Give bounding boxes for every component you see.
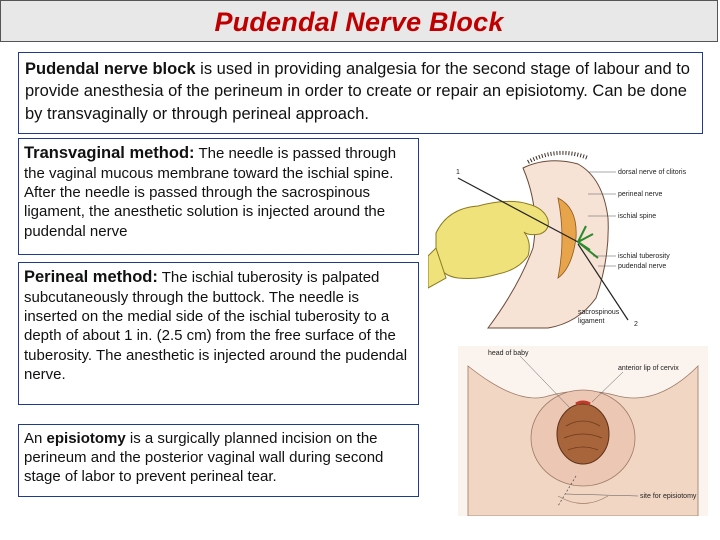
incision-line [557, 475, 577, 507]
label-perineal-nerve: perineal nerve [618, 191, 662, 198]
anus-fold [557, 495, 609, 504]
page-title: Pudendal Nerve Block [214, 7, 504, 37]
transvaginal-text: The needle is passed through the vaginal… [24, 145, 397, 240]
perineum-shape [487, 160, 609, 329]
gloved-hand [435, 200, 549, 279]
label-head-of-baby: head of baby [488, 350, 529, 357]
label-num-1: 1 [456, 169, 460, 176]
intro-text: is used in providing analgesia for the s… [25, 60, 690, 123]
perineal-text: The ischial tuberosity is palpated subcu… [24, 269, 408, 383]
label-sacrospinous-2: ligament [578, 318, 605, 325]
leader-site [565, 493, 639, 497]
needle-2 [577, 243, 629, 321]
perineal-heading: Perineal method: [24, 268, 158, 286]
label-dorsal-nerve: dorsal nerve of clitoris [618, 169, 687, 176]
label-site-episiotomy: site for episiotomy [640, 493, 697, 500]
label-ischial-tuberosity: ischial tuberosity [618, 253, 670, 260]
episiotomy-box: An episiotomy is a surgically planned in… [18, 424, 419, 497]
label-num-2: 2 [634, 321, 638, 328]
needle-1 [457, 177, 579, 243]
transvaginal-drawing: dorsal nerve of clitoris perineal nerve … [428, 150, 687, 329]
leader-cervix [591, 371, 624, 403]
episiotomy-illustration: head of baby anterior lip of cervix site… [458, 346, 708, 516]
cervix-lip [575, 400, 591, 406]
glove-cuff [428, 247, 447, 289]
title-bar: Pudendal Nerve Block [0, 0, 718, 42]
baby-hair [563, 420, 603, 451]
label-anterior-lip: anterior lip of cervix [618, 365, 679, 372]
labia-shape [557, 197, 577, 279]
episiotomy-prefix: An [24, 430, 47, 447]
label-ischial-spine: ischial spine [618, 213, 656, 220]
intro-box: Pudendal nerve block is used in providin… [18, 52, 703, 134]
label-pudendal-nerve: pudendal nerve [618, 263, 666, 270]
hair-shape [527, 150, 589, 164]
label-sacrospinous-1: sacrospinous [578, 309, 620, 316]
episiotomy-term: episiotomy [46, 430, 126, 447]
perineal-box: Perineal method: The ischial tuberosity … [18, 262, 419, 405]
nerve-branches [577, 225, 599, 259]
episiotomy-drawing: head of baby anterior lip of cervix site… [458, 346, 708, 516]
intro-term: Pudendal nerve block [25, 60, 196, 78]
leader-head [519, 355, 571, 409]
episiotomy-text: is a surgically planned incision on the … [24, 430, 384, 486]
transvaginal-heading: Transvaginal method: [24, 144, 195, 162]
transvaginal-box: Transvaginal method: The needle is passe… [18, 138, 419, 255]
transvaginal-illustration: dorsal nerve of clitoris perineal nerve … [428, 138, 710, 334]
